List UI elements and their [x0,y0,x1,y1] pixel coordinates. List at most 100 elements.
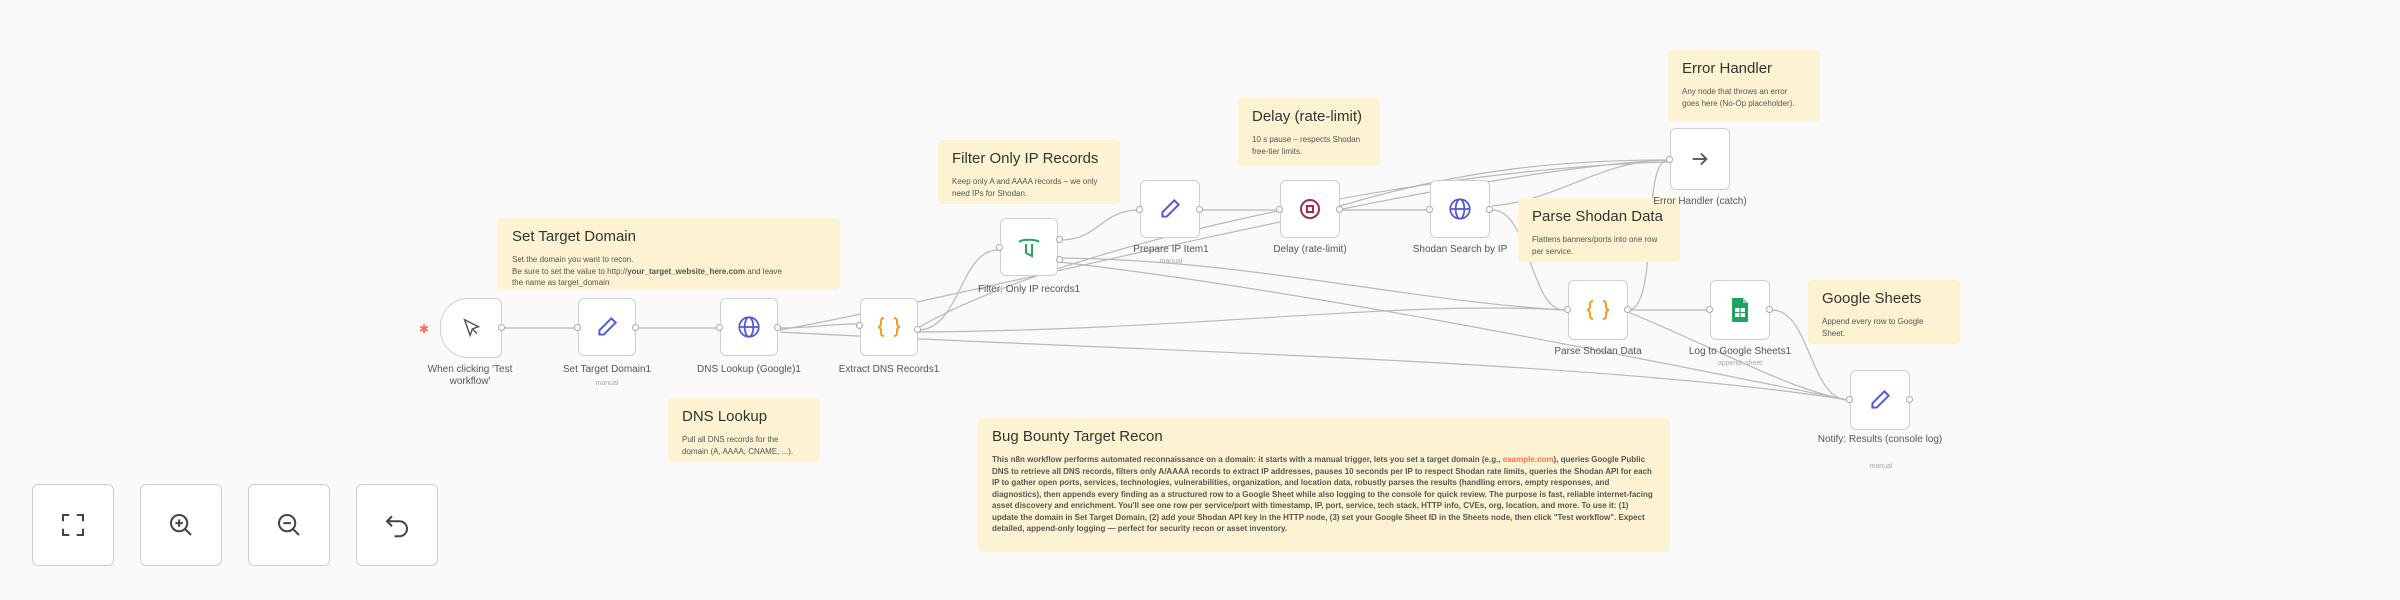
note-title: Delay (rate-limit) [1252,108,1363,125]
input-port[interactable] [1666,156,1673,163]
node-sublabel: manual [595,380,619,387]
input-port[interactable] [996,244,1003,251]
node-notify-results[interactable] [1850,370,1910,430]
code-braces-icon [1586,300,1610,320]
node-shodan-search[interactable] [1430,180,1490,238]
node-label: Prepare IP Item1 [1133,244,1209,255]
note-title: Bug Bounty Target Recon [992,428,1163,445]
node-set-target-domain[interactable] [578,298,636,356]
input-port[interactable] [856,322,863,329]
output-port[interactable] [1486,206,1493,213]
output-port[interactable] [632,324,639,331]
node-trigger[interactable] [440,298,502,358]
output-port[interactable] [1056,236,1063,243]
note-line: Be sure to set the value to http://your_… [512,266,826,278]
note-delay[interactable]: Delay (rate-limit) 10 s pause – respects… [1238,98,1380,166]
node-label: Error Handler (catch) [1653,196,1747,207]
undo-icon [385,515,408,538]
note-set-target-domain[interactable]: Set Target Domain Set the domain you wan… [498,218,840,290]
input-port[interactable] [1706,306,1713,313]
node-prepare-ip-item[interactable] [1140,180,1200,238]
note-body: Set the domain you want to recon. Be sur… [512,254,826,289]
note-text: Be sure to set the value to http:// [512,266,628,276]
clock-icon [1300,199,1320,219]
output-port[interactable] [498,324,505,331]
google-sheets-icon [1732,298,1748,322]
note-body: Pull all DNS records for the domain (A, … [682,435,794,456]
output-port[interactable] [1336,206,1343,213]
node-dns-lookup[interactable] [720,298,778,356]
node-extract-dns-records[interactable] [860,298,918,356]
globe-icon [738,316,760,338]
node-sublabel: manual [1869,463,1893,470]
arrow-right-icon [1692,152,1708,166]
trigger-marker-icon: ✱ [419,322,430,336]
note-body: Flattens banners/ports into one row per … [1532,235,1658,256]
node-error-handler[interactable] [1670,128,1730,190]
note-title: Filter Only IP Records [952,150,1099,167]
note-filter-only-ip[interactable]: Filter Only IP Records Keep only A and A… [938,140,1120,204]
note-line: the name as target_domain [512,278,610,287]
node-log-google-sheets[interactable] [1710,280,1770,340]
input-port[interactable] [1564,306,1571,313]
output-port[interactable] [914,326,921,333]
output-port[interactable] [1624,306,1631,313]
pencil-icon [1871,389,1891,409]
output-port[interactable] [1766,306,1773,313]
output-port[interactable] [1196,206,1203,213]
note-text: This n8n workflow performs automated rec… [992,455,1503,464]
note-dns-lookup[interactable]: DNS Lookup Pull all DNS records for the … [668,398,820,462]
node-label: Notify: Results (console log) [1817,434,1943,445]
pencil-icon [598,316,618,336]
wire-dns-extract [779,323,859,329]
output-port[interactable] [774,324,781,331]
note-title: DNS Lookup [682,408,768,425]
input-port[interactable] [574,324,581,331]
input-port[interactable] [1846,396,1853,403]
note-title: Parse Shodan Data [1532,208,1663,225]
note-body: Append every row to Google Sheet. [1822,317,1924,338]
wire-filter-parse [1059,257,1565,311]
input-port[interactable] [1136,206,1143,213]
output-port[interactable] [1906,396,1913,403]
wire-extract-parse [917,307,1565,333]
note-error-handler[interactable]: Error Handler Any node that throws an er… [1668,50,1820,122]
zoom-in-button[interactable] [140,484,222,566]
note-title: Google Sheets [1822,290,1922,307]
note-body: This n8n workflow performs automated rec… [992,454,1656,535]
note-title: Set Target Domain [512,228,636,245]
output-port[interactable] [1056,256,1063,263]
node-label: DNS Lookup (Google)1 [697,364,801,375]
fit-view-button[interactable] [32,484,114,566]
code-braces-icon [877,317,901,337]
note-body: Any node that throws an error goes here … [1682,87,1795,108]
note-parse-shodan[interactable]: Parse Shodan Data Flattens banners/ports… [1518,198,1680,262]
zoom-in-icon [170,514,192,536]
note-title: Error Handler [1682,60,1773,77]
note-bug-bounty-target-recon[interactable]: Bug Bounty Target Recon This n8n workflo… [978,418,1670,552]
globe-icon [1449,198,1471,220]
node-label: Log to Google Sheets1 [1688,346,1792,357]
note-text: ), queries Google Public DNS to retrieve… [992,455,1653,533]
node-filter[interactable] [1000,218,1058,276]
wire-filter-prepare [1059,209,1141,241]
node-delay-rate-limit[interactable] [1280,180,1340,238]
input-port[interactable] [1426,206,1433,213]
note-bold-text: your_target_website_here.com [627,266,746,276]
note-body: 10 s pause – respects Shodan free-tier l… [1252,135,1361,156]
zoom-out-button[interactable] [248,484,330,566]
zoom-out-icon [278,514,300,536]
node-sublabel: append: sheet [1717,360,1763,367]
reset-zoom-button[interactable] [356,484,438,566]
node-label: Set Target Domain1 [562,364,652,375]
node-label: Delay (rate-limit) [1273,244,1347,255]
node-label: When clicking 'Test workflow' [427,364,513,387]
note-highlight-text: example.com [1502,455,1554,464]
node-parse-shodan-data[interactable] [1568,280,1628,340]
input-port[interactable] [1276,206,1283,213]
node-label: Extract DNS Records1 [838,364,940,375]
note-google-sheets[interactable]: Google Sheets Append every row to Google… [1808,280,1960,344]
node-sublabel: manual [1159,258,1183,265]
input-port[interactable] [716,324,723,331]
note-line: Set the domain you want to recon. [512,255,634,264]
